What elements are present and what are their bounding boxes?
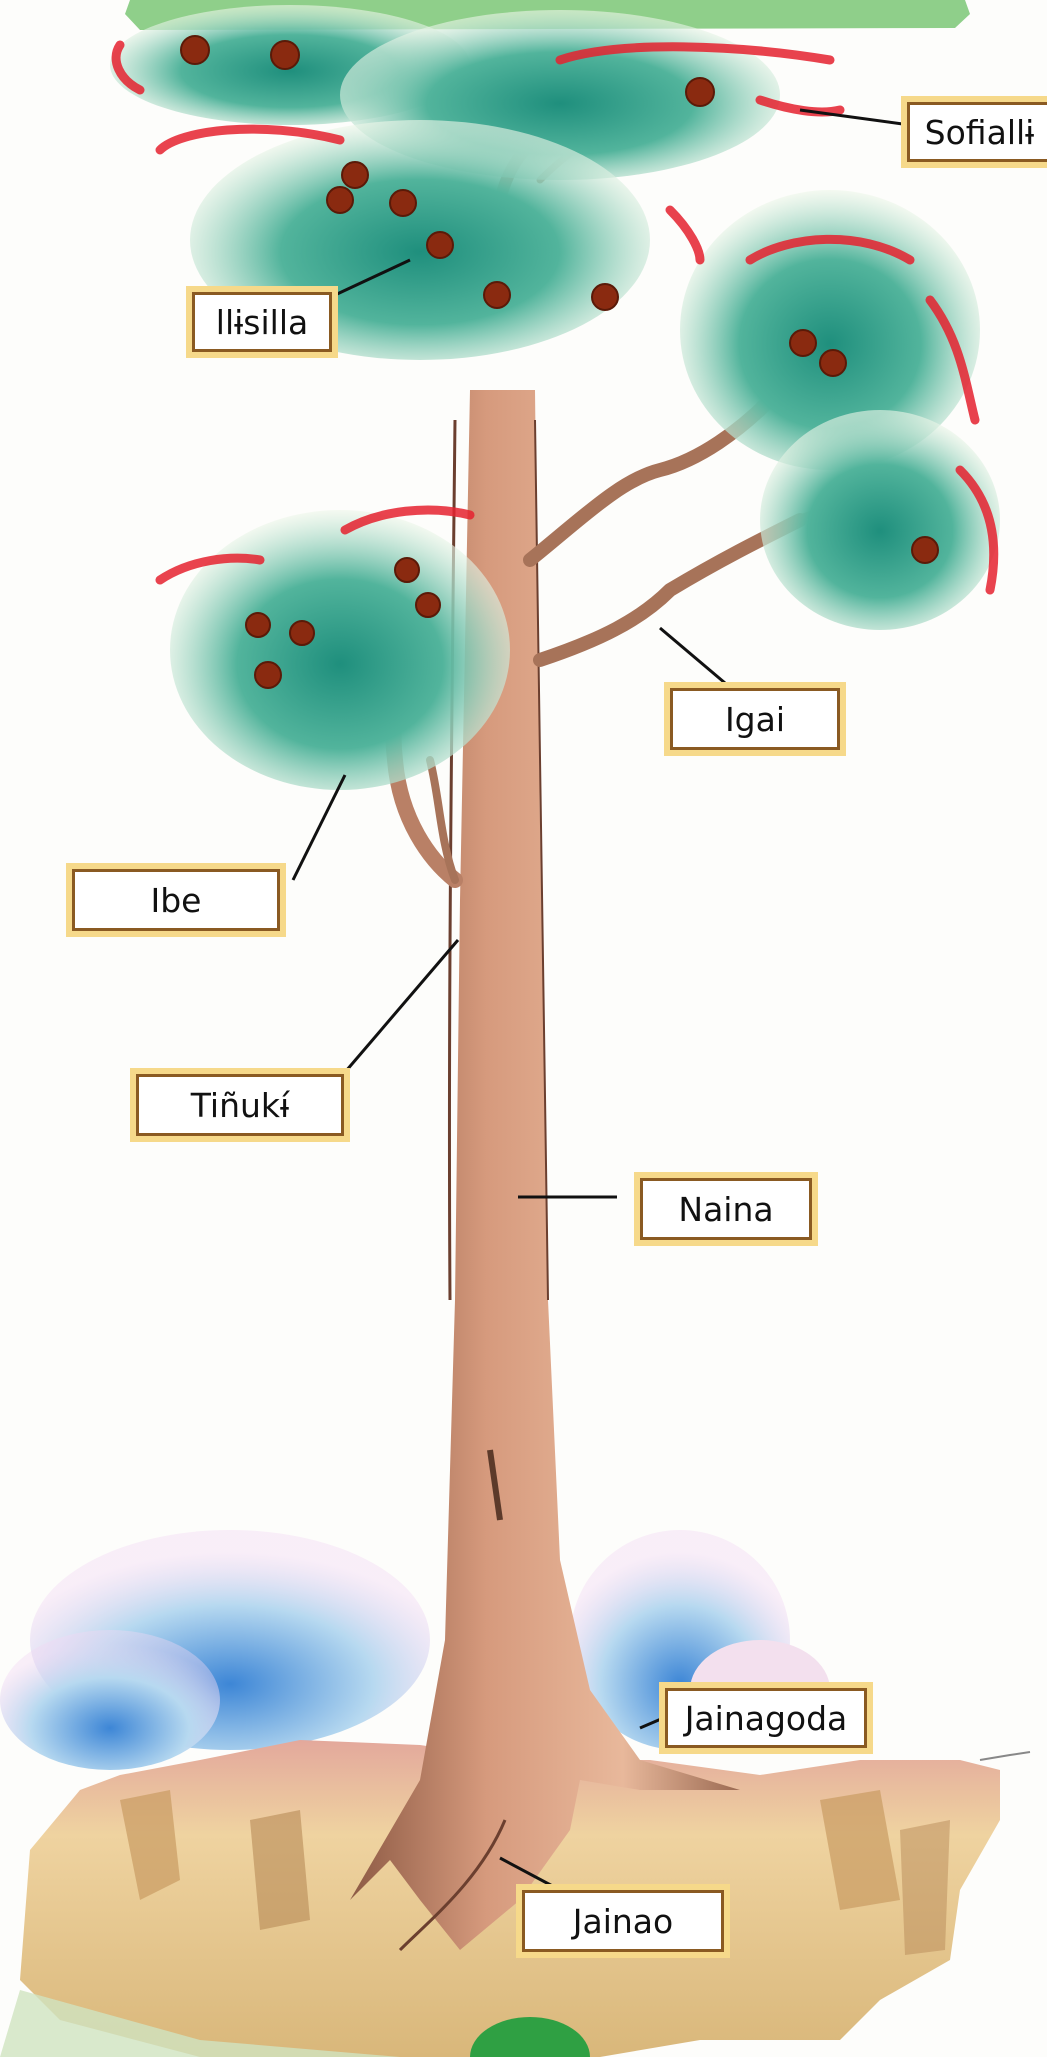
label-jainagoda: Jainagoda — [665, 1688, 867, 1748]
foliage — [110, 5, 1000, 790]
pointer-tinuki — [340, 940, 458, 1078]
label-ibe: Ibe — [72, 869, 280, 931]
label-naina: Naina — [640, 1178, 812, 1240]
label-jainao: Jainao — [522, 1890, 724, 1952]
pointer-sofialli — [800, 110, 910, 125]
label-sofialli: Sofiallɨ — [907, 102, 1047, 162]
label-tinuki: Tiñukɨ́ — [136, 1074, 344, 1136]
label-llisilla: llɨsilla — [192, 292, 332, 352]
pointer-ibe — [293, 775, 345, 880]
pointer-igai — [660, 628, 725, 683]
label-igai: Igai — [670, 688, 840, 750]
